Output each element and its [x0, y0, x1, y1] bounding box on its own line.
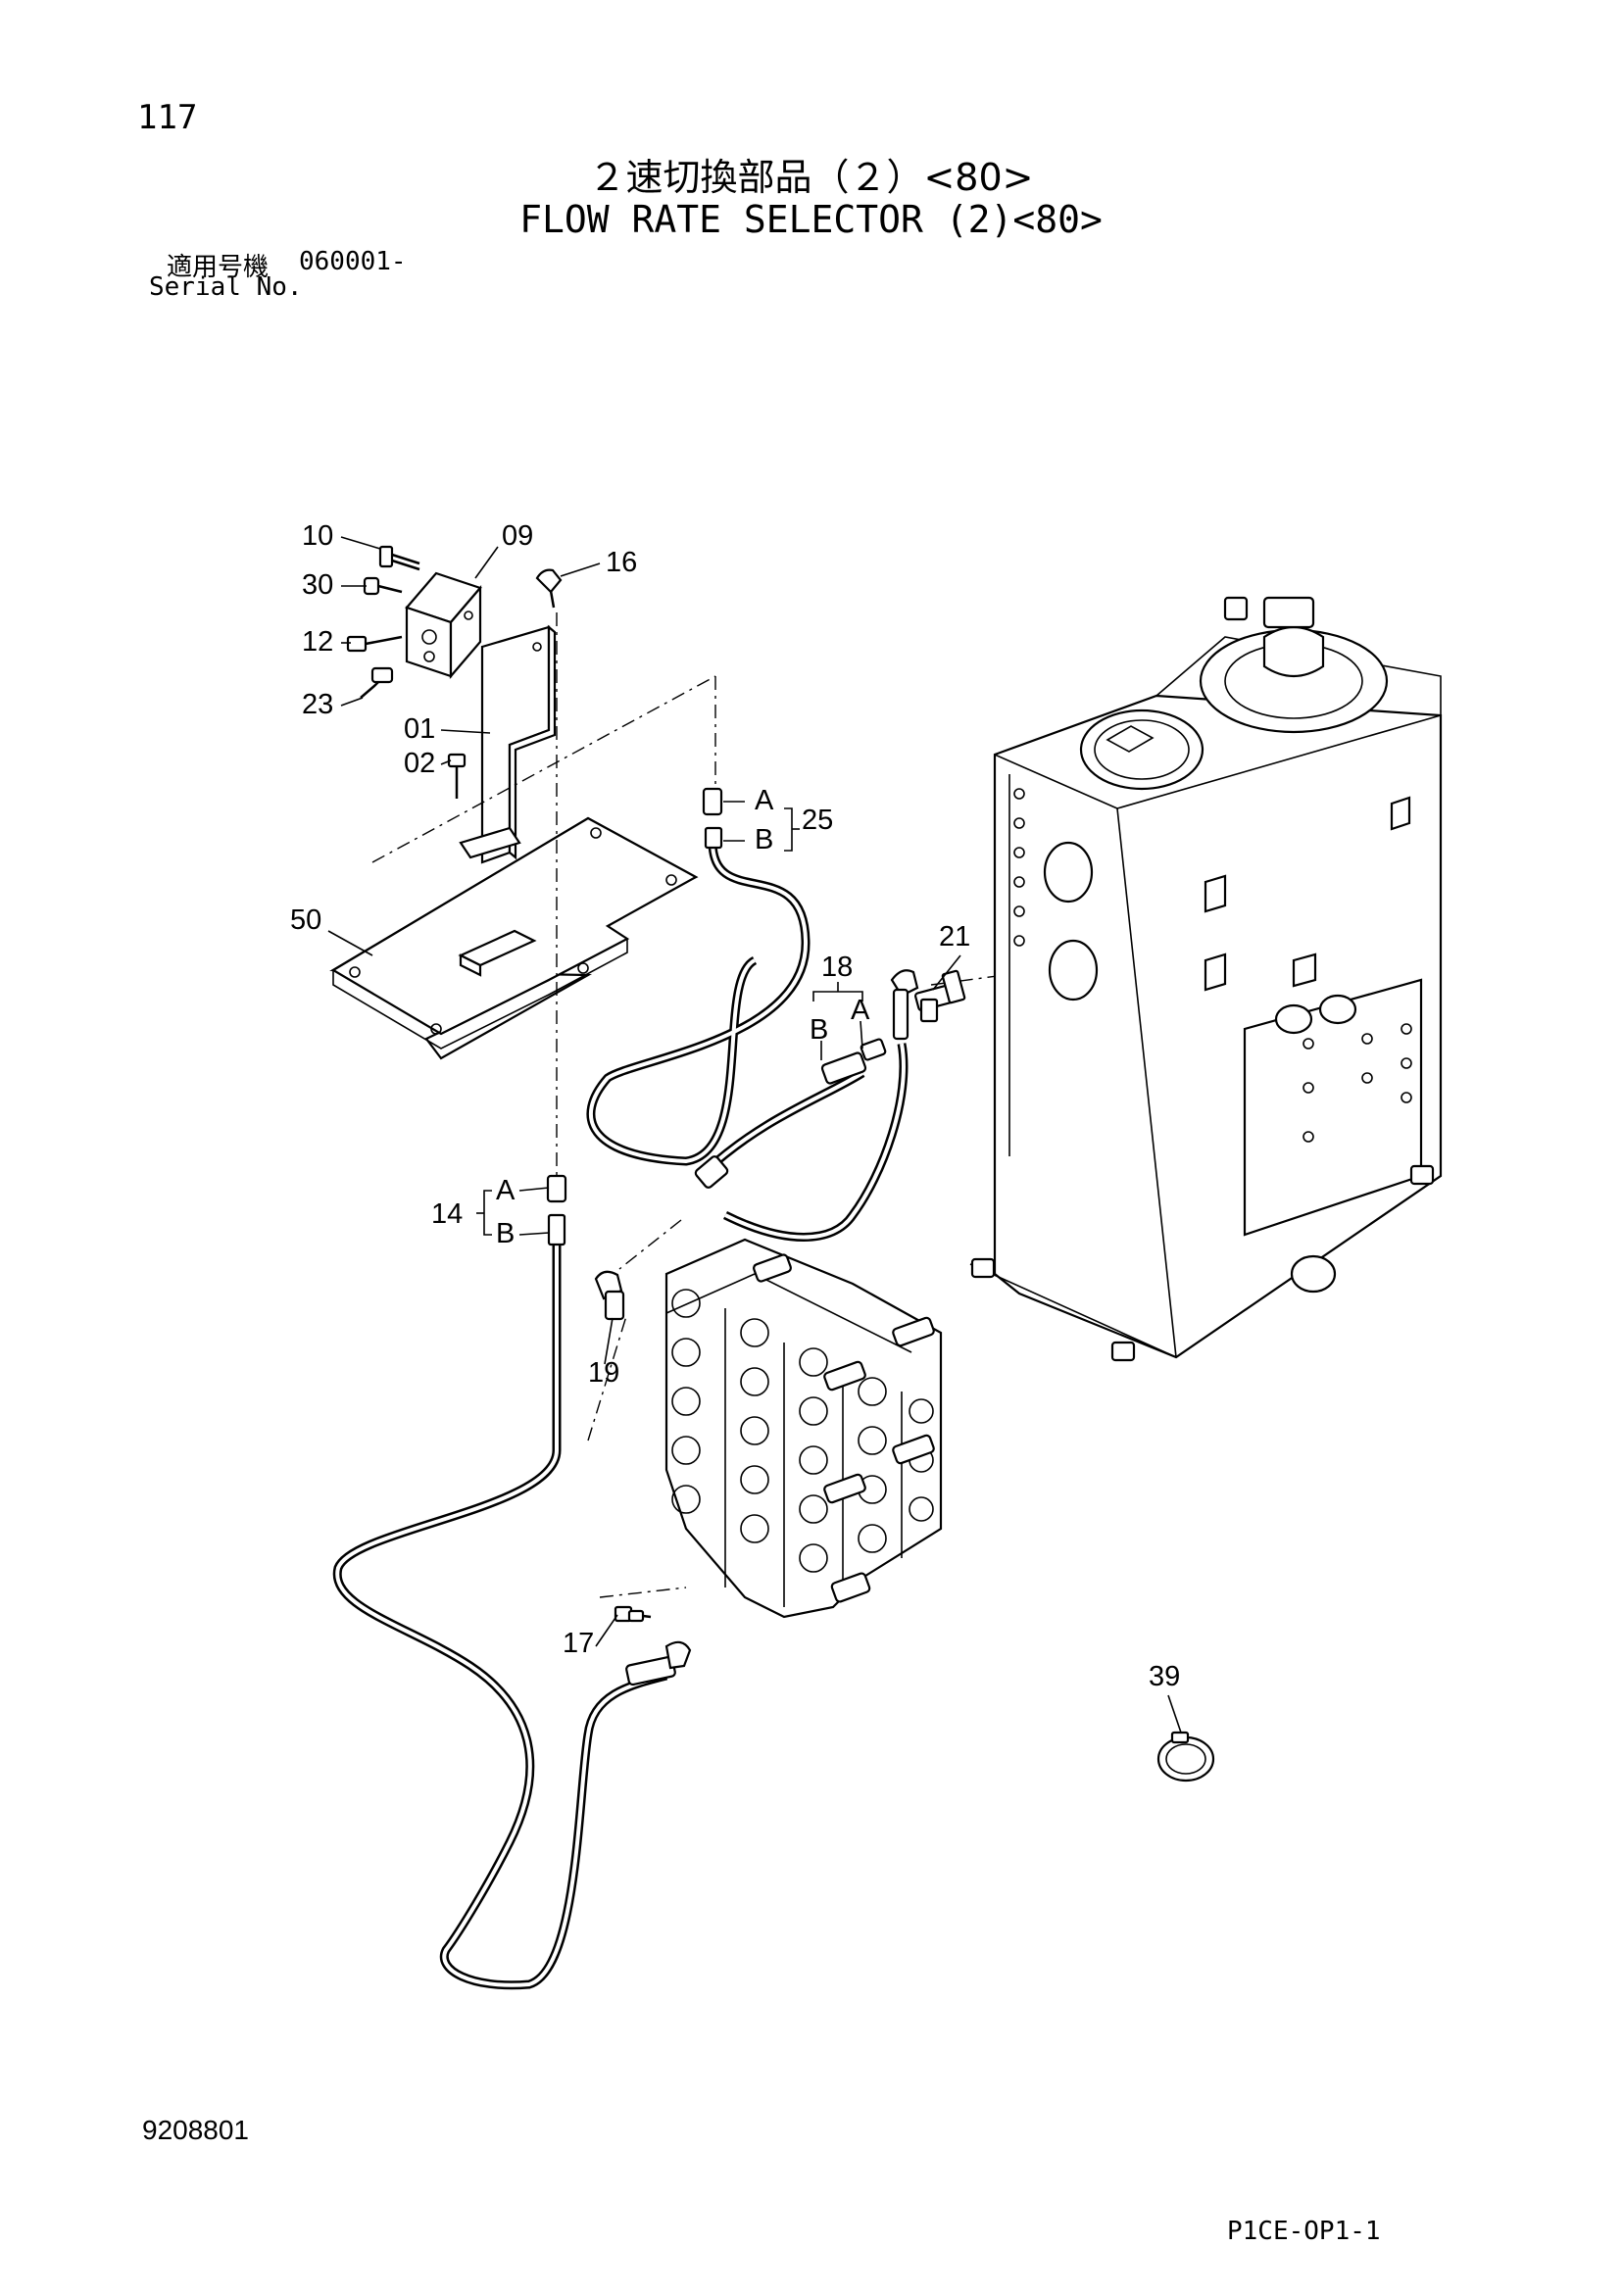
callout-10: 10 [302, 520, 333, 552]
callout-30: 30 [302, 569, 333, 601]
bolt-02 [447, 753, 467, 799]
alignment-line [587, 1312, 628, 1441]
fitting-12 [346, 635, 403, 653]
tee-fitting-21 [914, 969, 966, 1023]
callout-12: 12 [302, 626, 333, 658]
page-number: 117 [137, 98, 198, 137]
alignment-line [371, 675, 716, 863]
control-valve [664, 1238, 943, 1619]
plug-30 [363, 576, 403, 596]
elbow-19 [594, 1270, 625, 1321]
drawing-number: 9208801 [142, 2115, 250, 2145]
callout-21: 21 [939, 921, 970, 953]
clamp-39 [1156, 1731, 1215, 1783]
hydraulic-tank [969, 596, 1443, 1362]
valve-block-09 [405, 571, 482, 679]
serial-label-japanese: 適用号機 [167, 253, 270, 282]
page-title-english: FLOW RATE SELECTOR (2)<80> [519, 198, 1103, 241]
callout-02: 02 [404, 748, 435, 779]
elbow-23 [360, 666, 394, 699]
fitting-17 [614, 1605, 652, 1623]
page-code: P1CE-OP1-1 [1227, 2217, 1381, 2246]
hose-25-end-b: B [755, 824, 773, 855]
serial-label-english: Serial No. [149, 272, 303, 302]
callout-25: 25 [802, 805, 833, 836]
callout-23: 23 [302, 689, 333, 720]
page-title-japanese: ２速切換部品（２）<80> [588, 156, 1034, 199]
callout-18: 18 [821, 952, 853, 983]
serial-number-value: 060001- [299, 247, 407, 276]
hose-14-end-b: B [496, 1218, 515, 1249]
callout-19: 19 [588, 1357, 619, 1389]
elbow-16 [535, 568, 563, 609]
plate-50 [329, 816, 699, 1060]
callout-50: 50 [290, 904, 321, 936]
hose-18-end-a: A [851, 995, 870, 1026]
hose-14-end-a: A [496, 1175, 516, 1206]
alignment-line [618, 1219, 682, 1270]
hose-25-end-a: A [755, 785, 774, 816]
bolt-10 [378, 545, 420, 571]
leader-lines [327, 536, 1182, 1734]
alignment-line [930, 974, 1006, 986]
callout-14: 14 [431, 1198, 463, 1230]
callout-09: 09 [502, 520, 533, 552]
callout-01: 01 [404, 713, 435, 745]
alignment-line [599, 1587, 687, 1598]
callout-16: 16 [606, 547, 637, 578]
hose-18-end-b: B [810, 1014, 828, 1046]
bracket-01 [459, 624, 557, 864]
hose-18 [694, 969, 919, 1242]
callout-17: 17 [563, 1628, 594, 1659]
callout-39: 39 [1149, 1661, 1180, 1692]
hose-25 [586, 787, 811, 1166]
hose-14 [332, 1174, 692, 1990]
